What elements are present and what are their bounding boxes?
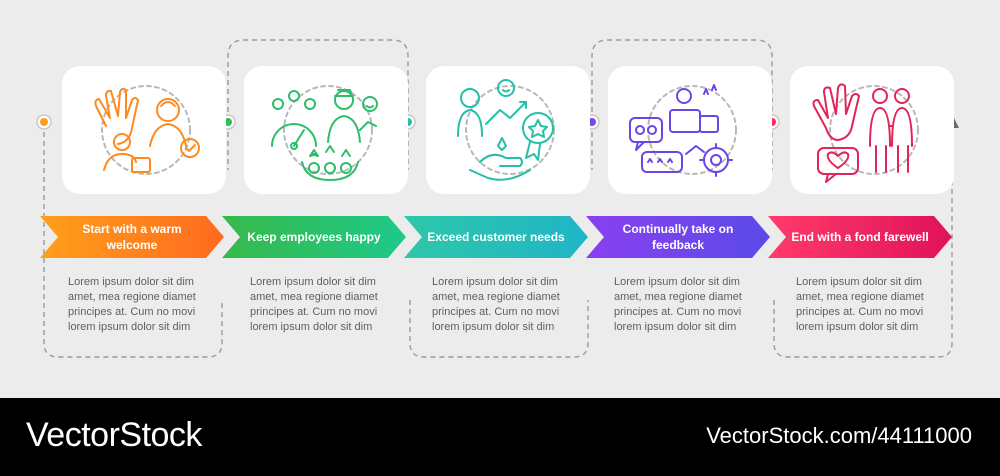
step-1-arrow-shape xyxy=(40,216,224,258)
connector-loop-2-3 xyxy=(227,39,409,112)
watermark-footer: VectorStock VectorStock.com/44111000 xyxy=(0,398,1000,476)
icon-card-step-2 xyxy=(244,66,408,194)
step-4-description: Lorem ipsum dolor sit dim amet, mea regi… xyxy=(614,276,742,333)
step-4-arrow-shape xyxy=(586,216,770,258)
step-3-arrow-shape xyxy=(404,216,588,258)
stock-id-text: VectorStock.com/44111000 xyxy=(706,423,972,448)
step-5-arrow-shape xyxy=(768,216,952,258)
step-2-arrow-shape xyxy=(222,216,406,258)
feedback-icon xyxy=(629,84,737,177)
step-1-banner: Start with a warm welcome xyxy=(40,216,224,258)
step-5-title: End with a fond farewell xyxy=(791,230,929,244)
step-3-description: Lorem ipsum dolor sit dim amet, mea regi… xyxy=(432,276,560,333)
icon-card-step-3 xyxy=(426,66,590,194)
connector-lines xyxy=(36,39,959,358)
farewell-wave-icon xyxy=(812,83,919,183)
customer-needs-icon xyxy=(457,79,555,181)
happy-employees-icon xyxy=(271,85,378,181)
step-5-banner: End with a fond farewell xyxy=(768,216,952,258)
step-2-banner: Keep employees happy xyxy=(222,216,406,258)
connector-loop-5 xyxy=(773,132,953,358)
step-2-description: Lorem ipsum dolor sit dim amet, mea regi… xyxy=(250,276,378,333)
infographic-diagram: Start with a warm welcome Keep employees… xyxy=(36,39,959,358)
icon-card-step-5 xyxy=(790,66,954,194)
step-4-title: Continually take on feedback xyxy=(622,222,734,252)
step-3-banner: Exceed customer needs xyxy=(404,216,588,258)
welcome-handshake-icon xyxy=(94,85,200,175)
step-5-description: Lorem ipsum dolor sit dim amet, mea regi… xyxy=(796,276,924,333)
icon-card-step-1 xyxy=(62,66,226,194)
step-1-title: Start with a warm welcome xyxy=(82,222,182,252)
brand-logo-text: VectorStock xyxy=(26,416,202,454)
step-2-title: Keep employees happy xyxy=(247,230,381,244)
step-1-description: Lorem ipsum dolor sit dim amet, mea regi… xyxy=(68,276,196,333)
connector-step-1 xyxy=(43,132,223,358)
connector-loop-4-5 xyxy=(591,39,773,112)
icon-card-step-4 xyxy=(608,66,772,194)
step-3-title: Exceed customer needs xyxy=(427,230,565,244)
step-4-banner: Continually take on feedback xyxy=(586,216,770,258)
connector-loop-3 xyxy=(409,300,589,358)
